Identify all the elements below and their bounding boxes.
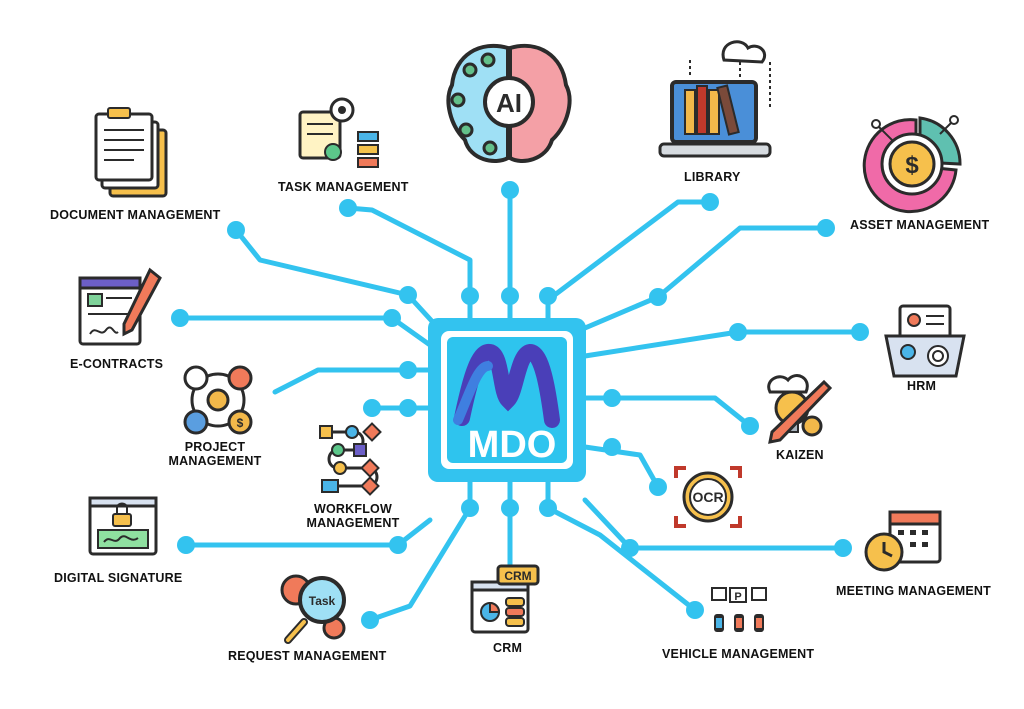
- contract-pen-icon: [78, 267, 162, 346]
- project-label-line2: MANAGEMENT: [168, 454, 262, 468]
- task-flow-icon: [298, 97, 379, 168]
- svg-text:$: $: [237, 416, 244, 430]
- kaizen-label: KAIZEN: [776, 448, 824, 462]
- project-label-line1: PROJECT: [184, 440, 246, 454]
- circuit-dots: [171, 181, 869, 629]
- dollar-pie-icon: $: [862, 115, 962, 214]
- id-card-fingerprint-icon: [884, 304, 966, 378]
- document-management-label: DOCUMENT MANAGEMENT: [50, 208, 221, 222]
- ocr-text: OCR: [692, 489, 723, 505]
- workflow-label-line2: MANAGEMENT: [306, 516, 400, 530]
- digital-signature-label: DIGITAL SIGNATURE: [54, 571, 183, 585]
- task-management-label: TASK MANAGEMENT: [278, 180, 409, 194]
- mdo-m-logo: [453, 343, 560, 428]
- svg-text:$: $: [905, 152, 919, 179]
- workflow-management-label: WORKFLOW MANAGEMENT: [303, 502, 403, 530]
- calendar-clock-icon: [864, 510, 942, 572]
- hrm-label: HRM: [907, 379, 937, 393]
- lightbulb-gear-icon: [767, 374, 833, 444]
- ocr-scan-icon: OCR: [674, 466, 742, 528]
- request-task-text: Task: [309, 594, 336, 608]
- meeting-management-label: MEETING MANAGEMENT: [836, 584, 991, 598]
- brain-icon: AI: [446, 43, 572, 163]
- mdo-hub: MDO: [428, 318, 586, 482]
- magnifier-gear-icon: Task: [280, 574, 346, 644]
- project-cycle-icon: $: [183, 365, 253, 435]
- signature-lock-icon: [88, 496, 158, 556]
- parking-text: P: [734, 591, 741, 603]
- workflow-label-line1: WORKFLOW: [314, 502, 392, 516]
- e-contracts-label: E-CONTRACTS: [70, 357, 164, 371]
- asset-management-label: ASSET MANAGEMENT: [850, 218, 990, 232]
- request-management-label: REQUEST MANAGEMENT: [228, 649, 387, 663]
- library-label: LIBRARY: [684, 170, 741, 184]
- crm-badge-text: CRM: [504, 569, 531, 583]
- project-management-label: PROJECT MANAGEMENT: [165, 440, 265, 468]
- laptop-books-icon: [658, 40, 772, 158]
- workflow-icon: [319, 422, 382, 496]
- hub-title: MDO: [468, 424, 557, 466]
- crm-label: CRM: [493, 641, 523, 655]
- documents-icon: [94, 107, 168, 198]
- ai-text: AI: [496, 88, 522, 118]
- vehicle-management-label: VEHICLE MANAGEMENT: [662, 647, 815, 661]
- crm-window-icon: CRM: [470, 564, 540, 634]
- parking-icon: P: [711, 587, 767, 632]
